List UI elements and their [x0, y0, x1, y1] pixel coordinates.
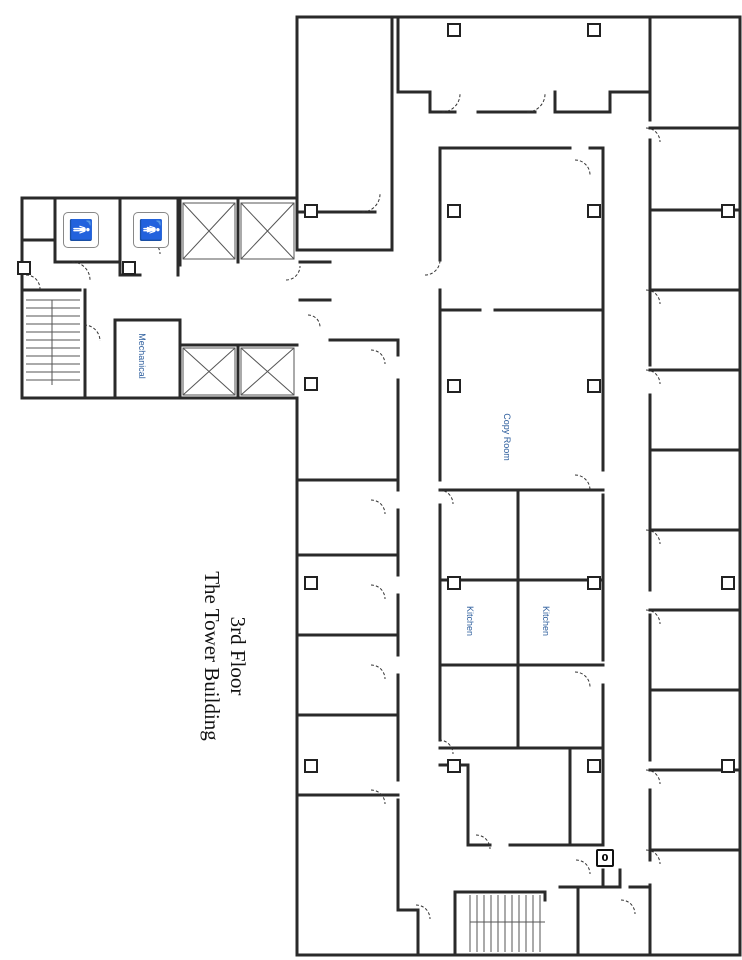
elevator-cross [240, 202, 295, 260]
elevator-shaft [240, 347, 295, 396]
structural-column [587, 759, 601, 773]
structural-column [447, 204, 461, 218]
wall [20, 15, 742, 957]
door-swing [475, 834, 491, 850]
door-swing [25, 274, 41, 290]
structural-column [447, 379, 461, 393]
door-swing [83, 324, 101, 342]
door-swing [370, 349, 386, 365]
door-swing [645, 769, 661, 785]
woman-restroom-icon: 🚺 [133, 212, 169, 248]
wall [588, 146, 605, 472]
door-swing [285, 265, 301, 281]
door-swing [645, 529, 661, 545]
wall [23, 238, 57, 264]
structural-column [304, 759, 318, 773]
door-swing [645, 369, 661, 385]
door-swing [370, 584, 386, 600]
wall [53, 196, 122, 264]
structural-column [721, 204, 735, 218]
structural-column [721, 576, 735, 590]
structural-column [721, 759, 735, 773]
door-swing [415, 904, 431, 920]
wall [568, 683, 605, 847]
door-swing [71, 261, 91, 281]
elevator-and-stair-lines [26, 202, 545, 952]
wall [466, 763, 492, 847]
structural-column [17, 261, 31, 275]
elevator-shaft [182, 347, 236, 396]
door-swing [361, 193, 381, 213]
wall [396, 908, 420, 957]
structural-column [304, 377, 318, 391]
floor-title: 3rd Floor The Tower Building [199, 566, 251, 746]
door-swing [645, 849, 661, 865]
door-swing [620, 899, 636, 915]
door-swing [575, 859, 591, 875]
door-swings [25, 93, 661, 920]
elevator-shaft [240, 202, 295, 260]
columns [17, 23, 735, 773]
room-label-kitchen: Kitchen [465, 605, 475, 637]
door-swing [441, 93, 461, 113]
structural-column [447, 759, 461, 773]
door-swing [438, 739, 454, 755]
door-swing [645, 609, 661, 625]
elevator-cross [182, 202, 236, 260]
door-swing [574, 474, 591, 491]
floor-number: 3rd Floor [226, 616, 250, 696]
building-name: The Tower Building [200, 571, 224, 741]
room-label-kitchen: Kitchen [541, 605, 551, 637]
wall [576, 868, 622, 957]
wall [453, 890, 547, 957]
room-label-mechanical: Mechanical [137, 333, 147, 379]
structural-column [447, 576, 461, 590]
door-swing [526, 93, 546, 113]
door-swing [307, 314, 321, 328]
door-swing [645, 289, 661, 305]
walls [20, 15, 742, 957]
door-swing [574, 159, 591, 176]
structural-column [122, 261, 136, 275]
wall [113, 318, 182, 400]
structural-column [587, 204, 601, 218]
structural-column [304, 204, 318, 218]
structural-column [587, 576, 601, 590]
elevator-cross [240, 347, 295, 396]
elevator-cross [182, 347, 236, 396]
elevator-shaft [182, 202, 236, 260]
structural-column [447, 23, 461, 37]
door-swing [370, 664, 386, 680]
wall [553, 90, 652, 114]
door-swing [370, 789, 386, 805]
wall [298, 198, 394, 252]
room-label-copy-room: Copy Room [502, 413, 512, 461]
structural-column [587, 23, 601, 37]
structural-column [587, 379, 601, 393]
door-swing [370, 499, 386, 515]
structural-column [304, 576, 318, 590]
man-restroom-icon: 🚹 [63, 212, 99, 248]
door-swing [424, 259, 441, 276]
exit-sign-icon: 0 [596, 849, 614, 867]
door-swing [645, 127, 661, 143]
door-swing [438, 489, 454, 505]
wall [396, 90, 457, 114]
door-swing [574, 671, 591, 688]
